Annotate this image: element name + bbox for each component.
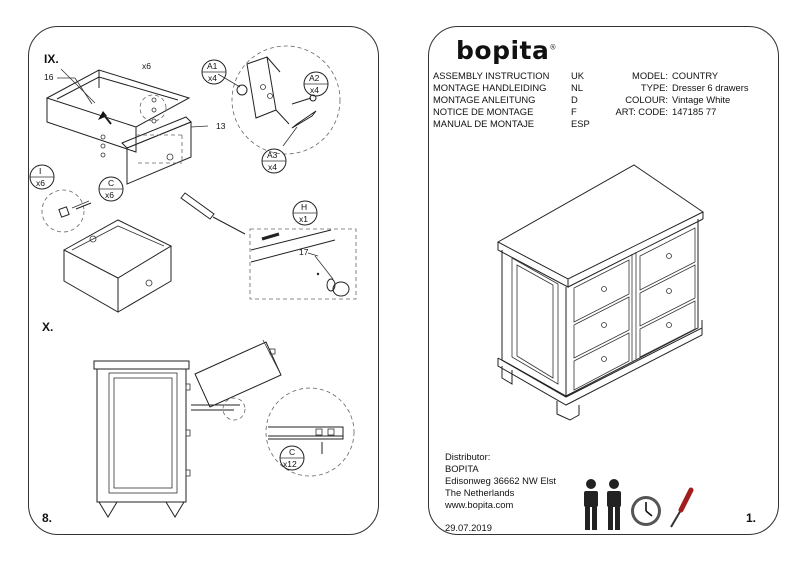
drawer-box-diagram: [62, 219, 173, 313]
instruction-title: NOTICE DE MONTAGE: [433, 106, 534, 117]
a1-label: A1: [207, 61, 218, 71]
c-label: C: [108, 178, 115, 188]
distributor-website-link[interactable]: www.bopita.com: [445, 499, 514, 510]
i-qty: x6: [36, 178, 45, 188]
h-qty: x1: [299, 214, 308, 224]
instruction-title: MONTAGE ANLEITUNG: [433, 94, 536, 105]
spec-value: 147185 77: [672, 106, 717, 117]
spec-value: COUNTRY: [672, 70, 719, 81]
instruction-title: MANUAL DE MONTAJE: [433, 118, 535, 129]
brand-logo: bopita®: [456, 36, 557, 65]
i-label: I: [39, 166, 42, 176]
knob-screw-detail: [41, 189, 92, 233]
instruction-lang: D: [571, 94, 578, 105]
a3-qty: x4: [268, 162, 277, 172]
brand-registered-mark: ®: [549, 43, 557, 52]
a2-label: A2: [309, 73, 320, 83]
spec-label: ART: CODE:: [615, 106, 668, 117]
c-qty: x6: [105, 190, 114, 200]
connector-zoom-diagram: [217, 45, 341, 155]
page-number-right: 1.: [746, 511, 757, 525]
clock-icon: [631, 496, 661, 526]
part-13-label: 13: [216, 121, 226, 131]
instruction-title: MONTAGE HANDLEIDING: [433, 82, 547, 93]
instruction-lang: NL: [571, 82, 583, 93]
page-number-left: 8.: [42, 511, 53, 525]
spec-label: TYPE:: [640, 82, 668, 93]
a3-label: A3: [267, 150, 278, 160]
part-16-label: 16: [44, 72, 54, 82]
distributor-line: The Netherlands: [445, 487, 515, 498]
spec-label: COLOUR:: [625, 94, 668, 105]
dresser-side-diagram: [93, 339, 355, 518]
knob-zoom-box: [249, 228, 357, 300]
instruction-title: ASSEMBLY INSTRUCTION: [433, 70, 550, 81]
step-ix-label: IX.: [44, 52, 59, 66]
qty-x6-label: x6: [142, 61, 151, 71]
callout-bubbles: [29, 59, 329, 471]
spec-value: Dresser 6 drawers: [672, 82, 749, 93]
part-17-label: 17: [299, 247, 309, 257]
instruction-lang: F: [571, 106, 577, 117]
drawer-exploded-diagram: [45, 68, 209, 185]
screwdriver-diagram: [180, 192, 246, 235]
screwdriver-icon: [670, 487, 694, 528]
two-persons-icon: [584, 479, 621, 530]
c2-qty: x12: [283, 459, 297, 469]
instruction-lang: ESP: [571, 118, 590, 129]
spec-label: MODEL:: [632, 70, 668, 81]
brand-name: bopita: [456, 36, 550, 65]
spec-value: Vintage White: [672, 94, 731, 105]
dresser-product-drawing: [496, 164, 704, 421]
c2-label: C: [289, 447, 296, 457]
instruction-lang: UK: [571, 70, 585, 81]
right-page-panel: [428, 26, 779, 535]
h-label: H: [301, 202, 308, 212]
a1-qty: x4: [208, 73, 217, 83]
distributor-line: BOPITA: [445, 463, 479, 474]
document-date: 29.07.2019: [445, 522, 492, 533]
distributor-line: Distributor:: [445, 451, 491, 462]
distributor-line: Edisonweg 36662 NW Elst: [445, 475, 556, 486]
step-x-label: X.: [42, 320, 54, 334]
a2-qty: x4: [310, 85, 319, 95]
